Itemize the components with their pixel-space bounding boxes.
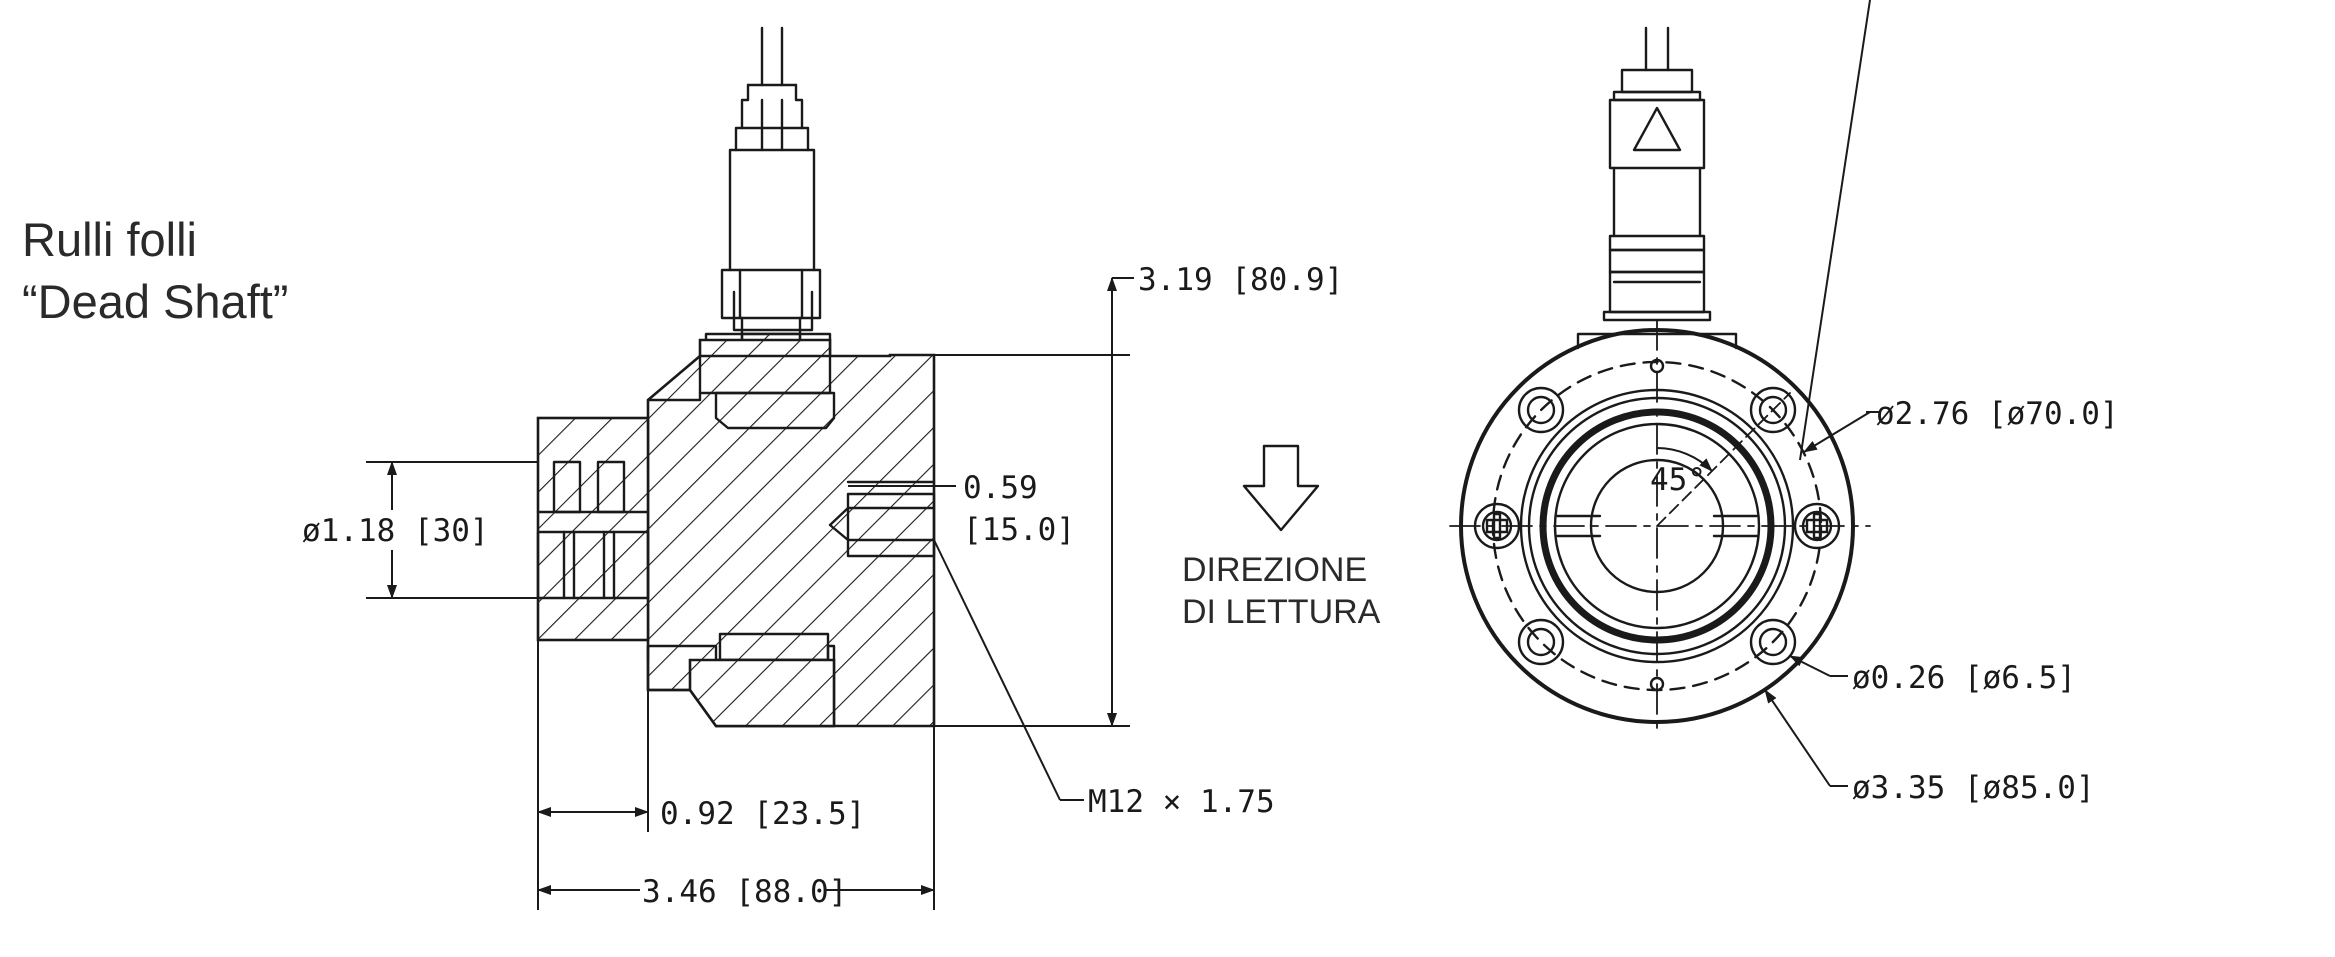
dim-bore-text: ø1.18 [30] <box>302 513 489 549</box>
title-line-2: “Dead Shaft” <box>22 275 288 328</box>
dim-thread-depth-text-1: 0.59 <box>963 470 1038 506</box>
dim-total-length-text: 3.46 [88.0] <box>642 874 847 910</box>
dim-hub-length: 0.92 [23.5] <box>537 640 935 910</box>
dim-outer: ø3.35 [ø85.0] <box>1764 689 2095 806</box>
down-arrow-icon <box>1242 444 1320 532</box>
front-view: 45° ø2.76 [ø70.0] ø0.26 [ø6.5] <box>1449 0 2119 806</box>
side-cable <box>728 26 816 272</box>
direction-line-1: DIREZIONE <box>1182 551 1367 589</box>
direction-line-2: DI LETTURA <box>1182 593 1381 631</box>
dim-height-text: 3.19 [80.9] <box>1138 262 1343 298</box>
dim-bore: ø1.18 [30] <box>302 461 538 599</box>
title-line-1: Rulli folli <box>22 213 197 266</box>
dim-hole: ø0.26 [ø6.5] <box>1789 655 2076 696</box>
bolt-holes <box>1517 386 1797 666</box>
side-screws <box>1473 502 1841 550</box>
dim-height: 3.19 [80.9] <box>934 262 1343 727</box>
dim-bolt-circle: ø2.76 [ø70.0] <box>1799 0 2119 461</box>
dim-thread-depth: 0.59 [15.0] <box>848 470 1075 548</box>
hub <box>536 416 650 642</box>
dim-thread: M12 × 1.75 <box>933 539 1275 820</box>
front-cable <box>1602 26 1712 322</box>
dim-outer-text: ø3.35 [ø85.0] <box>1852 770 2095 806</box>
dim-hole-text: ø0.26 [ø6.5] <box>1852 660 2076 696</box>
dim-thread-text: M12 × 1.75 <box>1088 784 1275 820</box>
side-view: 3.19 [80.9] ø1.18 [30] 0.59 [15.0] M12 ×… <box>302 26 1343 910</box>
direction-indicator: DIREZIONE DI LETTURA <box>1182 444 1381 631</box>
dim-total-length: 3.46 [88.0] <box>537 874 935 910</box>
angle-text: 45° <box>1650 462 1706 498</box>
dim-hub-length-text: 0.92 [23.5] <box>660 796 865 832</box>
title-label: Rulli folli “Dead Shaft” <box>22 213 288 328</box>
dim-thread-depth-text-2: [15.0] <box>963 512 1075 548</box>
dim-bolt-circle-text: ø2.76 [ø70.0] <box>1876 396 2119 432</box>
